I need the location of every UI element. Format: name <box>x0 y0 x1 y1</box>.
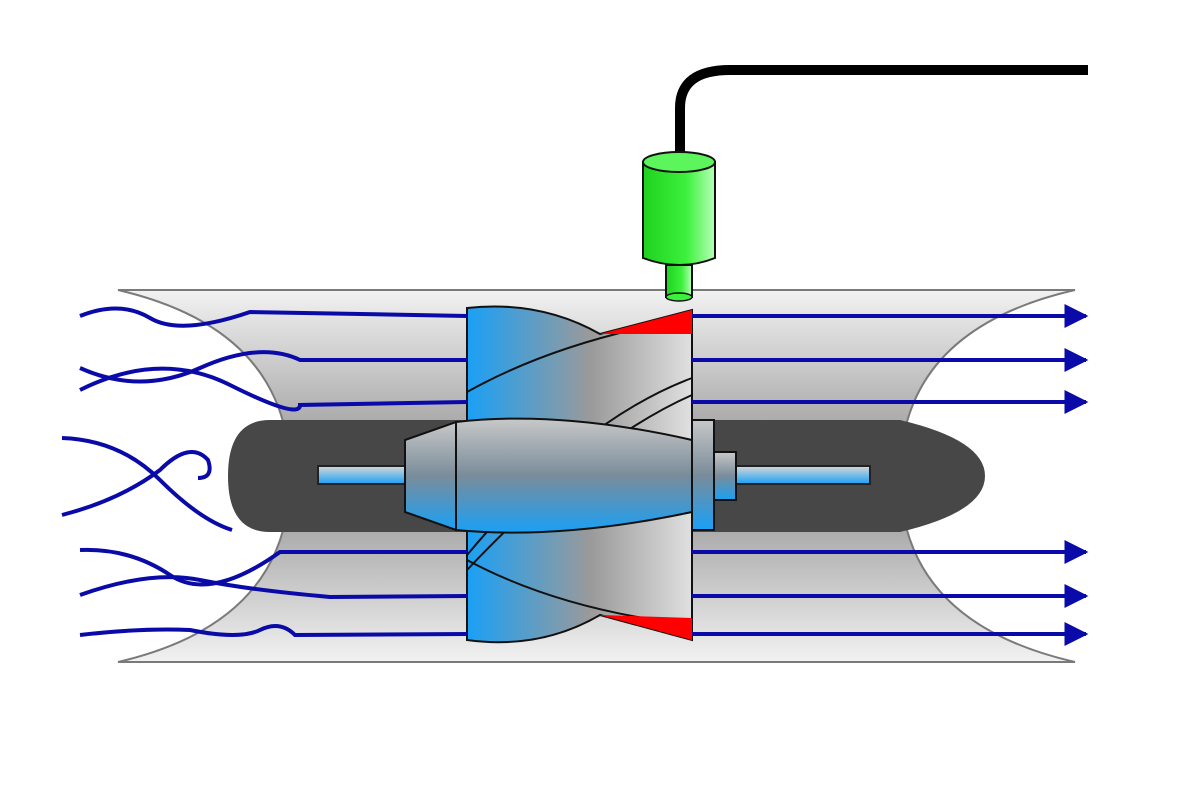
flow-line <box>79 350 467 384</box>
flow-line <box>61 436 233 532</box>
pickup-sensor-icon <box>642 65 1088 302</box>
rotor-hub-body <box>455 417 693 534</box>
rotor-hub-cap <box>713 451 737 501</box>
sensor-body <box>642 161 716 266</box>
flow-line <box>79 624 468 638</box>
rotor-hub <box>404 420 457 532</box>
outlet-flow-lines <box>692 304 1089 646</box>
blade-tip-marker-bottom <box>600 615 692 640</box>
flow-line <box>79 575 468 600</box>
sensor-top <box>642 151 716 173</box>
sensor-tip <box>665 264 693 298</box>
flow-line <box>61 450 212 517</box>
inlet-flow-lines <box>61 306 468 638</box>
sensor-cable <box>675 65 1088 160</box>
rotor-hub-collar <box>691 419 715 531</box>
flow-line <box>79 366 468 412</box>
blade-tip-marker-top <box>600 310 692 334</box>
flow-line <box>79 306 468 328</box>
sensor-tip-end <box>665 292 693 302</box>
